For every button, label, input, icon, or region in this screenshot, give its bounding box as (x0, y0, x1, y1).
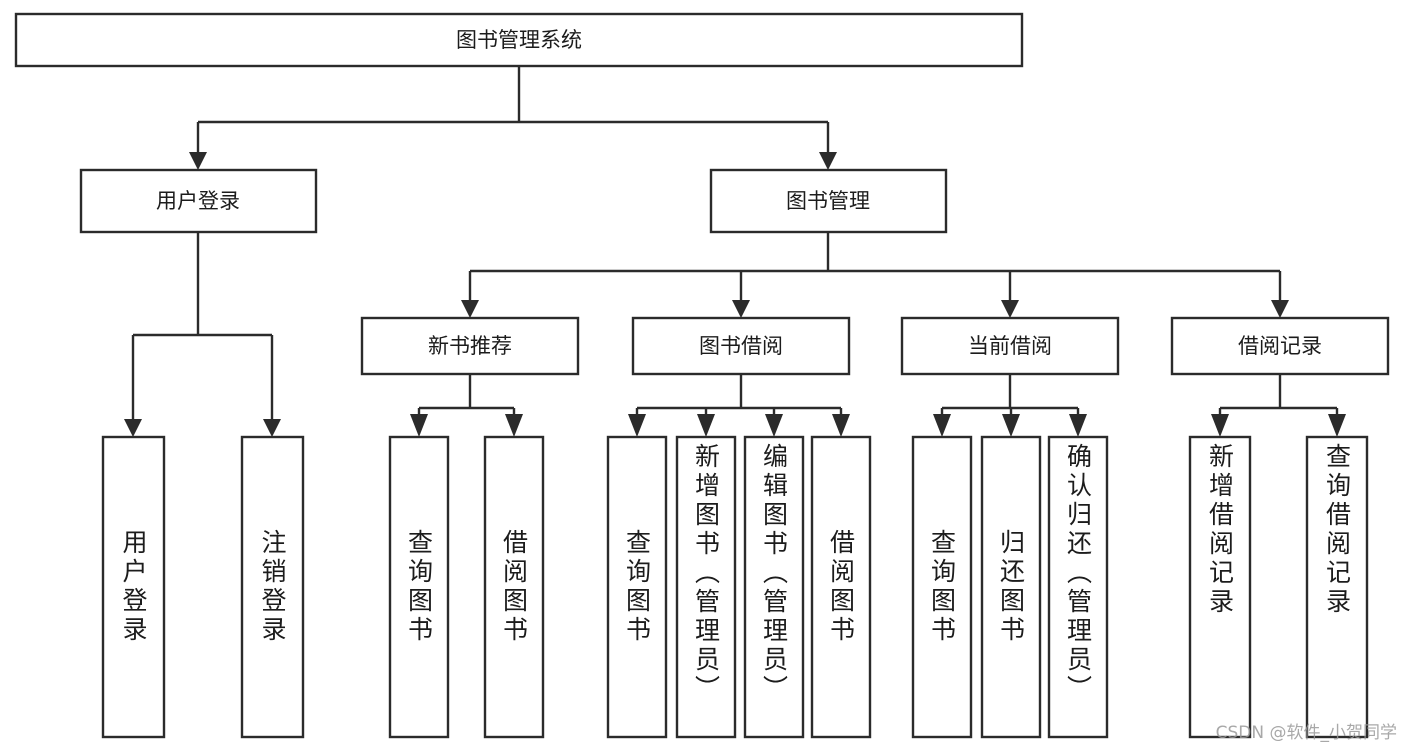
arrow-head-bb-leaf2 (697, 414, 715, 437)
leaf-node-box[interactable] (980, 435, 1042, 739)
arrow-head-book-borrow (732, 300, 750, 318)
connector-group-root (189, 66, 837, 170)
leaf-node-box[interactable] (911, 435, 973, 739)
arrow-head-cb-leaf2 (1002, 414, 1020, 437)
connector-group-new-book-rec (410, 374, 523, 437)
node-new-book-rec-label: 新书推荐 (428, 334, 512, 358)
connector-group-user-login (124, 232, 281, 437)
node-root-box[interactable] (14, 12, 1024, 68)
node-user-login[interactable]: 用户登录 (79, 168, 318, 234)
node-book-borrow[interactable]: 图书借阅 (631, 316, 851, 376)
node-book-borrow-box[interactable] (631, 316, 851, 376)
arrow-head-borrow-record (1271, 300, 1289, 318)
node-current-borrow-label: 当前借阅 (968, 334, 1052, 358)
arrow-head-cb-leaf3 (1069, 414, 1087, 437)
arrow-head-nbr-leaf2 (505, 414, 523, 437)
leaf-node-box[interactable] (240, 435, 305, 739)
arrow-head-nbr-leaf1 (410, 414, 428, 437)
arrow-head-new-book-rec (461, 300, 479, 318)
node-book-manage-label: 图书管理 (786, 189, 870, 213)
arrow-head-bb-leaf3 (765, 414, 783, 437)
arrow-head-user-login (189, 152, 207, 170)
node-new-book-rec-box[interactable] (360, 316, 580, 376)
leaf-node-box[interactable] (483, 435, 545, 739)
node-borrow-record[interactable]: 借阅记录 (1170, 316, 1390, 376)
arrow-head-leaf-user-login (124, 419, 142, 437)
arrow-head-book-manage (819, 152, 837, 170)
leaf-node-box[interactable] (388, 435, 450, 739)
arrow-head-cb-leaf1 (933, 414, 951, 437)
leaf-node-box[interactable] (810, 435, 872, 739)
arrow-head-bb-leaf1 (628, 414, 646, 437)
node-current-borrow[interactable]: 当前借阅 (900, 316, 1120, 376)
arrow-head-br-leaf2 (1328, 414, 1346, 437)
node-root-label: 图书管理系统 (456, 28, 582, 52)
watermark-text: CSDN @软件_小贺同学 (1215, 723, 1397, 743)
node-borrow-record-box[interactable] (1170, 316, 1390, 376)
connector-group-current-borrow (933, 374, 1087, 437)
arrow-head-bb-leaf4 (832, 414, 850, 437)
leaf-node-box[interactable] (1047, 435, 1109, 739)
connector-group-book-borrow (628, 374, 850, 437)
node-book-manage-box[interactable] (709, 168, 948, 234)
node-borrow-record-label: 借阅记录 (1238, 334, 1322, 358)
leaf-node-box[interactable] (606, 435, 668, 739)
node-user-login-box[interactable] (79, 168, 318, 234)
connector-group-borrow-record (1211, 374, 1346, 437)
node-new-book-rec[interactable]: 新书推荐 (360, 316, 580, 376)
node-current-borrow-box[interactable] (900, 316, 1120, 376)
leaf-node-box[interactable] (743, 435, 805, 739)
node-root[interactable]: 图书管理系统 (14, 12, 1024, 68)
leaf-node-box[interactable] (101, 435, 166, 739)
leaf-node-box[interactable] (1305, 435, 1369, 739)
leaf-node-box[interactable] (1188, 435, 1252, 739)
arrow-head-br-leaf1 (1211, 414, 1229, 437)
arrow-head-leaf-logout (263, 419, 281, 437)
node-user-login-label: 用户登录 (156, 189, 240, 213)
leaf-node-box[interactable] (675, 435, 737, 739)
connector-group-book-manage (461, 232, 1289, 318)
node-book-manage[interactable]: 图书管理 (709, 168, 948, 234)
arrow-head-current-borrow (1001, 300, 1019, 318)
leaf-box-group (101, 435, 1369, 739)
node-book-borrow-label: 图书借阅 (699, 334, 783, 358)
